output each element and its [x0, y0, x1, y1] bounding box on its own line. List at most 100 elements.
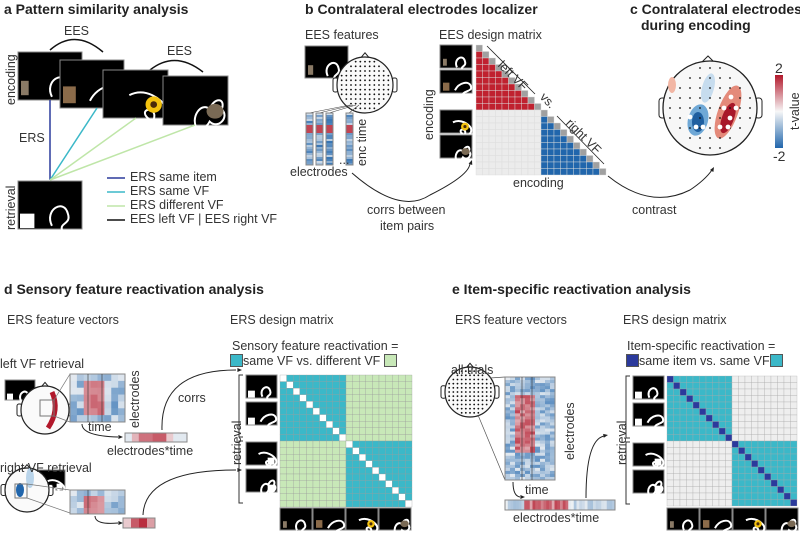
heatmap-cell: [550, 386, 556, 390]
matrix-cell: [392, 454, 399, 461]
matrix-cell: [731, 408, 739, 416]
electrode-dot: [364, 79, 366, 82]
electrode-dot: [364, 84, 366, 86]
matrix-cell: [312, 500, 320, 508]
electrode-dot: [464, 386, 467, 389]
electrode-dot: [354, 98, 357, 100]
heatmap-cell: [505, 386, 511, 390]
matrix-cell: [744, 440, 752, 448]
heatmap-cell: [593, 500, 597, 511]
heatmap-cell: [520, 407, 526, 411]
matrix-cell: [372, 394, 380, 402]
matrix-cell: [359, 388, 366, 395]
matrix-cell: [783, 401, 791, 409]
heatmap-cell: [530, 455, 536, 460]
matrix-cell: [488, 168, 496, 176]
electrode-dot: [464, 374, 467, 377]
heatmap-cell: [316, 145, 324, 148]
matrix-cell: [666, 375, 674, 383]
matrix-cell: [385, 394, 393, 402]
matrix-cell: [553, 129, 561, 137]
matrix-cell: [790, 460, 798, 468]
heatmap-cell: [515, 386, 521, 390]
electrodes-time-label: electrodes*time: [107, 444, 194, 458]
electrodes-label: electrodes: [563, 402, 577, 460]
heatmap-cell: [540, 392, 546, 396]
electrode-dot: [709, 77, 711, 79]
electrode-vector: [315, 112, 324, 166]
matrix-cell: [398, 467, 406, 475]
matrix-cell: [757, 473, 765, 481]
matrix-cell: [359, 473, 366, 481]
matrix-cell: [534, 122, 542, 130]
heatmap-cell: [306, 113, 314, 116]
electrode-dot: [359, 93, 362, 96]
heatmap-cell: [510, 434, 516, 438]
matrix-cell: [686, 460, 694, 468]
electrode-dot: [485, 391, 488, 393]
heatmap-cell: [505, 383, 511, 387]
heatmap-cell: [520, 428, 526, 432]
ers-matrix-title: ERS design matrix: [623, 313, 727, 327]
matrix-cell: [398, 460, 406, 468]
electrode-dot: [485, 395, 488, 398]
matrix-cell: [508, 148, 516, 156]
heatmap-cell: [545, 377, 551, 381]
ers-different-vf-line: [49, 117, 137, 181]
heatmap-cell: [540, 458, 546, 463]
heatmap-cell: [505, 410, 511, 414]
matrix-cell: [521, 142, 529, 150]
matrix-cell: [508, 168, 516, 176]
matrix-cell: [286, 414, 294, 422]
matrix-cell: [501, 168, 509, 176]
electrode-dot: [456, 391, 459, 393]
matrix-cell: [352, 374, 360, 382]
matrix-cell: [508, 135, 516, 143]
heatmap-cell: [535, 446, 541, 451]
electrode-dot: [368, 70, 371, 72]
matrix-cell: [359, 440, 366, 448]
electrode-dot: [448, 395, 451, 398]
heatmap-cell: [326, 159, 334, 162]
matrix-cell: [372, 473, 380, 481]
matrix-cell: [398, 440, 406, 448]
electrode-dot: [354, 74, 357, 77]
matrix-cell: [279, 447, 287, 455]
matrix-cell: [319, 480, 327, 488]
arrow: [512, 481, 521, 498]
electrode-dot: [739, 97, 741, 99]
matrix-cell: [751, 479, 759, 487]
matrix-cell: [699, 408, 707, 416]
electrode-dot: [477, 370, 480, 373]
matrix-cell: [666, 434, 674, 442]
significant-electrode: [728, 94, 734, 100]
electrode-dot: [452, 391, 455, 393]
heatmap-cell: [545, 461, 551, 466]
matrix-cell: [339, 467, 347, 475]
heatmap-cell: [346, 129, 354, 132]
heatmap-cell: [540, 434, 546, 438]
heatmap-cell: [584, 500, 588, 511]
heatmap-cell: [90, 408, 98, 416]
electrode-dot: [469, 395, 471, 398]
significant-electrode: [733, 105, 739, 111]
matrix-cell: [725, 414, 733, 422]
matrix-cell: [757, 427, 765, 435]
electrode-dot: [382, 79, 385, 82]
matrix-cell: [279, 401, 287, 409]
matrix-cell: [299, 454, 307, 461]
matrix-cell: [790, 453, 798, 461]
matrix-cell: [751, 414, 759, 422]
matrix-cell: [673, 427, 681, 435]
electrode-dot: [354, 93, 357, 96]
heatmap-cell: [90, 415, 98, 423]
matrix-cell: [540, 148, 548, 156]
heatmap-cell: [535, 500, 539, 511]
matrix-cell: [712, 466, 720, 474]
matrix-cell: [475, 70, 483, 78]
matrix-cell: [738, 453, 746, 461]
electrode-dot: [350, 79, 352, 82]
time-label: time: [88, 420, 112, 434]
significant-electrode: [693, 124, 699, 130]
heatmap-cell: [90, 380, 98, 389]
